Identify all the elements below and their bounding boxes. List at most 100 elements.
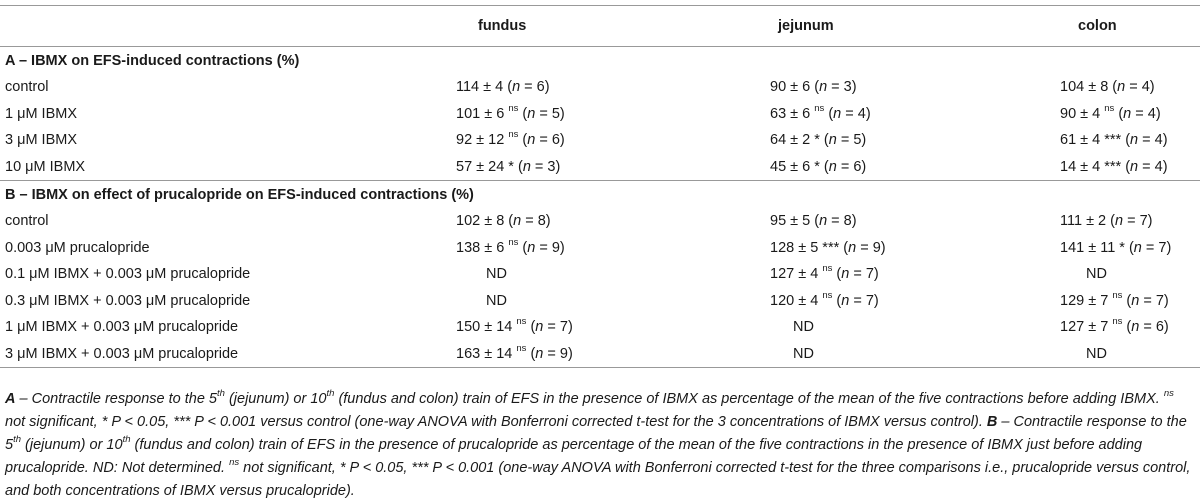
section-b-title-row: B – IBMX on effect of prucalopride on EF… bbox=[0, 180, 1200, 208]
footnote-sup: th bbox=[122, 434, 131, 446]
cell-value: 141 ± 11 * ( bbox=[1060, 239, 1134, 256]
footnote-b-label: B bbox=[986, 414, 998, 430]
table-cell: ND bbox=[360, 288, 660, 315]
cell-n-value: = 7) bbox=[543, 319, 573, 336]
section-a-title: A – IBMX on EFS-induced contractions (%) bbox=[5, 52, 300, 69]
cell-n: n bbox=[833, 105, 842, 122]
table-cell: 102 ± 8 (n = 8) bbox=[360, 208, 660, 235]
cell-n-value: = 8) bbox=[827, 213, 857, 230]
cell-nd: ND bbox=[486, 292, 507, 309]
cell-value: 120 ± 4 bbox=[770, 292, 823, 309]
cell-n-value: = 4) bbox=[1138, 132, 1168, 149]
table-cell: 128 ± 5 *** (n = 9) bbox=[660, 235, 950, 262]
row-label: control bbox=[5, 79, 49, 96]
row-label: 3 μM IBMX bbox=[5, 132, 78, 149]
table-cell: 141 ± 11 * (n = 7) bbox=[950, 235, 1200, 262]
cell-n-value: = 4) bbox=[1138, 158, 1168, 175]
cell-n-value: = 7) bbox=[1139, 292, 1169, 309]
row-label: 0.1 μM IBMX + 0.003 μM prucalopride bbox=[5, 266, 251, 283]
cell-value: 45 ± 6 * ( bbox=[770, 158, 829, 175]
cell-n: n bbox=[1131, 292, 1140, 309]
cell-n-value: = 7) bbox=[1141, 239, 1172, 256]
table-cell: ND bbox=[950, 340, 1200, 368]
table-cell: 45 ± 6 * (n = 6) bbox=[660, 154, 950, 181]
cell-paren: ( bbox=[526, 345, 536, 362]
cell-value: 92 ± 12 bbox=[456, 132, 509, 149]
row-label: 1 μM IBMX + 0.003 μM prucalopride bbox=[5, 319, 239, 336]
cell-n: n bbox=[819, 79, 828, 96]
table-cell: 114 ± 4 (n = 6) bbox=[360, 74, 660, 101]
table-cell: 150 ± 14 ns (n = 7) bbox=[360, 314, 660, 341]
cell-value: 163 ± 14 bbox=[456, 345, 517, 362]
row-label: 0.003 μM prucalopride bbox=[5, 239, 150, 256]
row-label: 10 μM IBMX bbox=[5, 158, 86, 175]
cell-paren: ( bbox=[832, 292, 842, 309]
cell-n-value: = 7) bbox=[849, 292, 879, 309]
header-blank bbox=[0, 5, 360, 47]
cell-nd: ND bbox=[486, 266, 507, 283]
table-cell: 127 ± 7 ns (n = 6) bbox=[950, 314, 1200, 341]
table-row: 1 μM IBMX + 0.003 μM prucalopride 150 ± 1… bbox=[0, 314, 1200, 341]
table-row: control 114 ± 4 (n = 6)90 ± 6 (n = 3)104 … bbox=[0, 74, 1200, 101]
cell-value: 129 ± 7 bbox=[1060, 292, 1113, 309]
header-row: fundus jejunum colon bbox=[0, 5, 1200, 47]
row-label: 1 μM IBMX bbox=[5, 105, 78, 122]
cell-n: n bbox=[828, 158, 837, 175]
results-table: fundus jejunum colon A – IBMX on EFS-ind… bbox=[0, 5, 1200, 368]
cell-n-value: = 5) bbox=[535, 105, 565, 122]
table-row: 3 μM IBMX + 0.003 μM prucalopride 163 ± 1… bbox=[0, 340, 1200, 368]
table-cell: 90 ± 4 ns (n = 4) bbox=[950, 101, 1200, 128]
cell-value: 95 ± 5 ( bbox=[770, 213, 820, 230]
cell-value: 114 ± 4 ( bbox=[456, 79, 513, 96]
cell-sup: ns bbox=[1112, 289, 1123, 301]
cell-n-value: = 3) bbox=[827, 79, 857, 96]
table-cell: ND bbox=[660, 314, 950, 341]
cell-paren: ( bbox=[518, 132, 528, 149]
cell-n-value: = 6) bbox=[535, 132, 565, 149]
header-jejunum: jejunum bbox=[660, 5, 950, 47]
cell-n: n bbox=[1123, 105, 1132, 122]
cell-value: 64 ± 2 * ( bbox=[770, 132, 829, 149]
table-cell: 90 ± 6 (n = 3) bbox=[660, 74, 950, 101]
cell-n: n bbox=[1130, 158, 1139, 175]
cell-n-value: = 4) bbox=[1125, 79, 1155, 96]
cell-sup: ns bbox=[508, 236, 519, 248]
cell-n: n bbox=[1131, 319, 1140, 336]
cell-value: 61 ± 4 *** ( bbox=[1060, 132, 1131, 149]
footnote-text: (fundus and colon) train of EFS in the p… bbox=[334, 391, 1164, 407]
row-label: 3 μM IBMX + 0.003 μM prucalopride bbox=[0, 340, 360, 368]
cell-n-value: = 9) bbox=[535, 239, 565, 256]
cell-sup: ns bbox=[814, 102, 825, 114]
cell-sup: ns bbox=[1104, 102, 1115, 114]
cell-paren: ( bbox=[1122, 319, 1132, 336]
cell-n-value: = 9) bbox=[543, 345, 573, 362]
cell-n: n bbox=[841, 266, 850, 283]
cell-sup: ns bbox=[508, 129, 519, 141]
cell-sup: ns bbox=[822, 289, 833, 301]
cell-value: 102 ± 8 ( bbox=[456, 213, 514, 230]
table-cell: 95 ± 5 (n = 8) bbox=[660, 208, 950, 235]
table-cell: ND bbox=[660, 340, 950, 368]
footnote-text: (fundus and colon) train of EFS in the p… bbox=[5, 437, 1143, 476]
cell-value: 90 ± 4 bbox=[1060, 105, 1105, 122]
cell-n: n bbox=[1117, 79, 1126, 96]
table-cell: 57 ± 24 * (n = 3) bbox=[360, 154, 660, 181]
table-row: 10 μM IBMX 57 ± 24 * (n = 3)45 ± 6 * (n … bbox=[0, 154, 1200, 181]
cell-n-value: = 7) bbox=[1123, 213, 1153, 230]
table-row: 0.1 μM IBMX + 0.003 μM prucalopride ND 127… bbox=[0, 261, 1200, 288]
table-cell: 104 ± 8 (n = 4) bbox=[950, 74, 1200, 101]
footnote-sup: th bbox=[13, 434, 22, 446]
cell-nd: ND bbox=[793, 345, 814, 362]
cell-value: 111 ± 2 ( bbox=[1060, 213, 1115, 230]
table-cell: 127 ± 4 ns (n = 7) bbox=[660, 261, 950, 288]
footnote-text: (jejunum) or 10 bbox=[224, 391, 327, 407]
cell-n: n bbox=[819, 213, 828, 230]
cell-paren: ( bbox=[1122, 292, 1132, 309]
cell-n: n bbox=[513, 213, 522, 230]
row-label: control bbox=[5, 213, 49, 230]
table-cell: 129 ± 7 ns (n = 7) bbox=[950, 288, 1200, 315]
